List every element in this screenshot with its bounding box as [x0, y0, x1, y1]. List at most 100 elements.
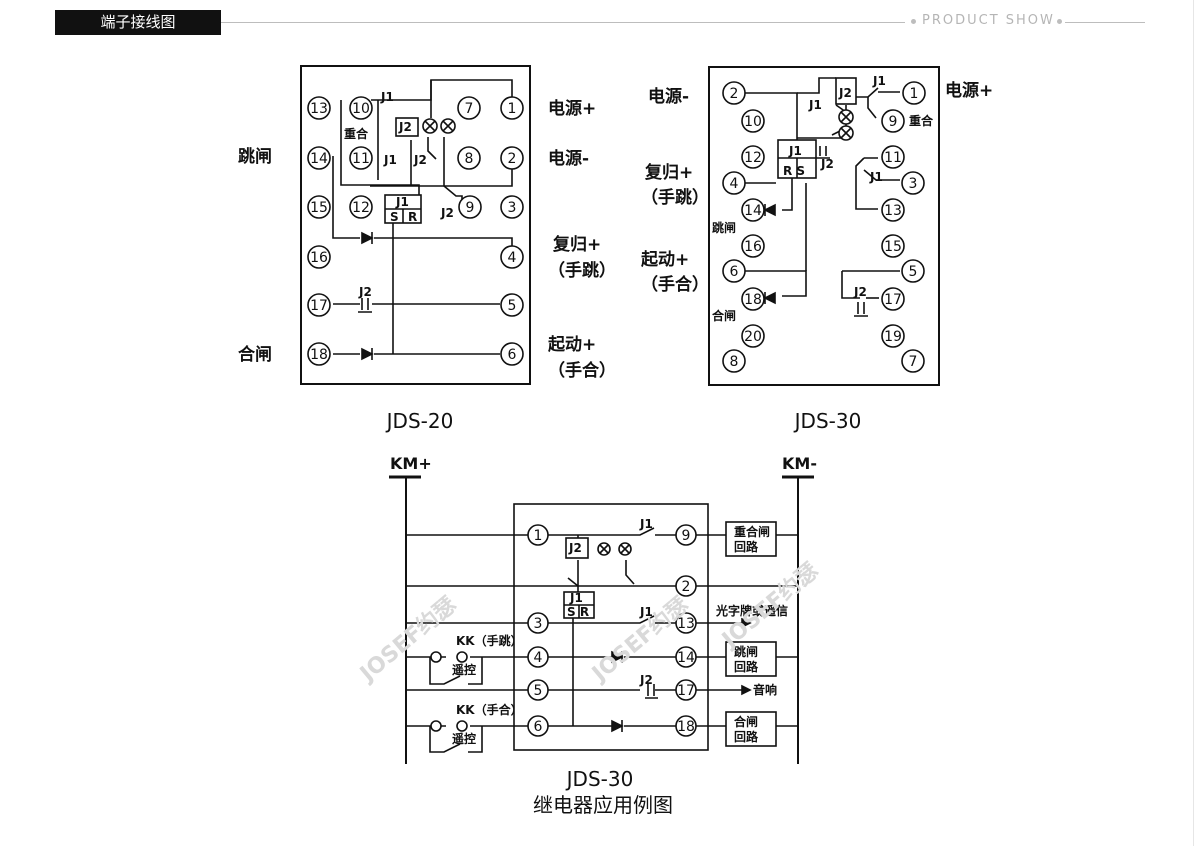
trip-label: 跳闸	[712, 220, 736, 235]
relay-s-label: S	[390, 210, 399, 224]
terminal-2: 2	[508, 151, 517, 167]
terminal-3: 3	[508, 200, 517, 216]
terminal-7: 7	[909, 354, 918, 370]
terminal-4: 4	[730, 176, 739, 192]
terminal-8: 8	[465, 151, 474, 167]
power-minus-label: 电源-	[648, 86, 689, 107]
terminal-7: 7	[465, 101, 474, 117]
terminal-15: 15	[884, 239, 902, 255]
app-terminal-2: 2	[682, 579, 691, 595]
j1-bottom-label: J2	[440, 206, 454, 220]
app-terminal-3: 3	[534, 616, 543, 632]
terminal-9: 9	[889, 114, 898, 130]
reset-sub-label: （手跳）	[548, 260, 616, 281]
remote-label-1: 遥控	[452, 662, 476, 677]
reclose-circuit-label: 重合闸	[734, 524, 770, 539]
app-j2-label: J2	[568, 541, 582, 555]
app-j2-17: J2	[639, 673, 653, 687]
circuit-label-3: 回路	[734, 729, 759, 744]
circuit-label-2: 回路	[734, 659, 759, 674]
section-title: 端子接线图	[55, 10, 221, 35]
close-label: 合闸	[238, 344, 272, 365]
terminal-8: 8	[730, 354, 739, 370]
reclose-label: 重合	[909, 113, 934, 128]
terminal-10: 10	[352, 101, 370, 117]
app-terminal-17: 17	[677, 683, 695, 699]
header-divider	[221, 22, 905, 23]
reclose-label: 重合	[344, 126, 369, 141]
app-j1-label: J1	[639, 517, 653, 531]
j1-contact-label: J1	[383, 153, 397, 167]
lamp-icon	[838, 109, 854, 125]
j2-bottom-label: J2	[358, 285, 372, 299]
close-circuit-label: 合闸	[734, 714, 758, 729]
lamp-icon	[838, 125, 854, 141]
app-j1-13: J1	[639, 605, 653, 619]
power-plus-label: 电源+	[548, 98, 596, 119]
j2-coil-label: J2	[398, 120, 412, 134]
reset-sub-label: （手跳）	[641, 187, 709, 208]
km-minus-label: KM-	[782, 454, 817, 473]
circuit-label-1: 回路	[734, 539, 759, 554]
app-terminal-1: 1	[534, 528, 543, 544]
terminal-12: 12	[744, 150, 762, 166]
lamp-icon	[440, 118, 456, 134]
start-label: 起动+	[640, 249, 689, 270]
trip-label: 跳闸	[238, 146, 272, 167]
terminal-13: 13	[884, 203, 902, 219]
app-terminal-6: 6	[534, 719, 543, 735]
terminal-18: 18	[744, 292, 762, 308]
terminal-9: 9	[466, 200, 475, 216]
terminal-12: 12	[352, 200, 370, 216]
power-minus-label: 电源-	[548, 148, 589, 169]
app-terminal-4: 4	[534, 650, 543, 666]
terminal-1: 1	[910, 86, 919, 102]
app-terminal-14: 14	[677, 650, 695, 666]
j1-mid-label: J1	[869, 170, 883, 184]
j2-low-label: J2	[853, 285, 867, 299]
lamp-icon	[597, 542, 611, 556]
terminal-13: 13	[310, 101, 328, 117]
jds30-caption: JDS-30	[793, 409, 862, 433]
terminal-4: 4	[508, 250, 517, 266]
terminal-3: 3	[909, 176, 918, 192]
terminal-15: 15	[310, 200, 328, 216]
reset-label: 复归+	[644, 162, 693, 183]
terminal-6: 6	[508, 347, 517, 363]
jds20-caption: JDS-20	[385, 409, 454, 433]
start-sub-label: （手合）	[641, 274, 709, 295]
close-label: 合闸	[712, 308, 736, 323]
remote-label-2: 遥控	[452, 731, 476, 746]
j2-coil-label: J2	[838, 86, 852, 100]
terminal-17: 17	[884, 292, 902, 308]
application-subtitle: 继电器应用例图	[533, 793, 673, 817]
terminal-16: 16	[310, 250, 328, 266]
terminal-18: 18	[310, 347, 328, 363]
terminal-5: 5	[909, 264, 918, 280]
start-label: 起动+	[547, 334, 596, 355]
product-show-label: PRODUCT SHOW	[922, 13, 1055, 28]
km-plus-label: KM+	[390, 454, 432, 473]
j2-contact-label: J2	[820, 157, 834, 171]
application-diagram	[389, 475, 814, 764]
terminal-20: 20	[744, 329, 762, 345]
terminal-17: 17	[310, 298, 328, 314]
app-relay-sr: S R	[567, 605, 589, 619]
terminal-2: 2	[730, 86, 739, 102]
trip-circuit-label: 跳闸	[734, 644, 758, 659]
kk-trip-label: KK（手跳）	[456, 633, 523, 648]
jds20-diagram	[300, 65, 531, 385]
start-sub-label: （手合）	[548, 360, 616, 381]
kk-close-label: KK（手合）	[456, 702, 523, 717]
terminal-11: 11	[884, 150, 902, 166]
relay-r-label: R	[408, 210, 417, 224]
terminal-10: 10	[744, 114, 762, 130]
relay-j1-label: J1	[788, 144, 802, 158]
terminal-5: 5	[508, 298, 517, 314]
page-border	[1193, 0, 1194, 846]
terminal-16: 16	[744, 239, 762, 255]
app-terminal-9: 9	[682, 528, 691, 544]
relay-j1-label: J1	[395, 195, 409, 209]
signal-label: 光字牌或遥信	[715, 603, 788, 618]
terminal-14: 14	[744, 203, 762, 219]
